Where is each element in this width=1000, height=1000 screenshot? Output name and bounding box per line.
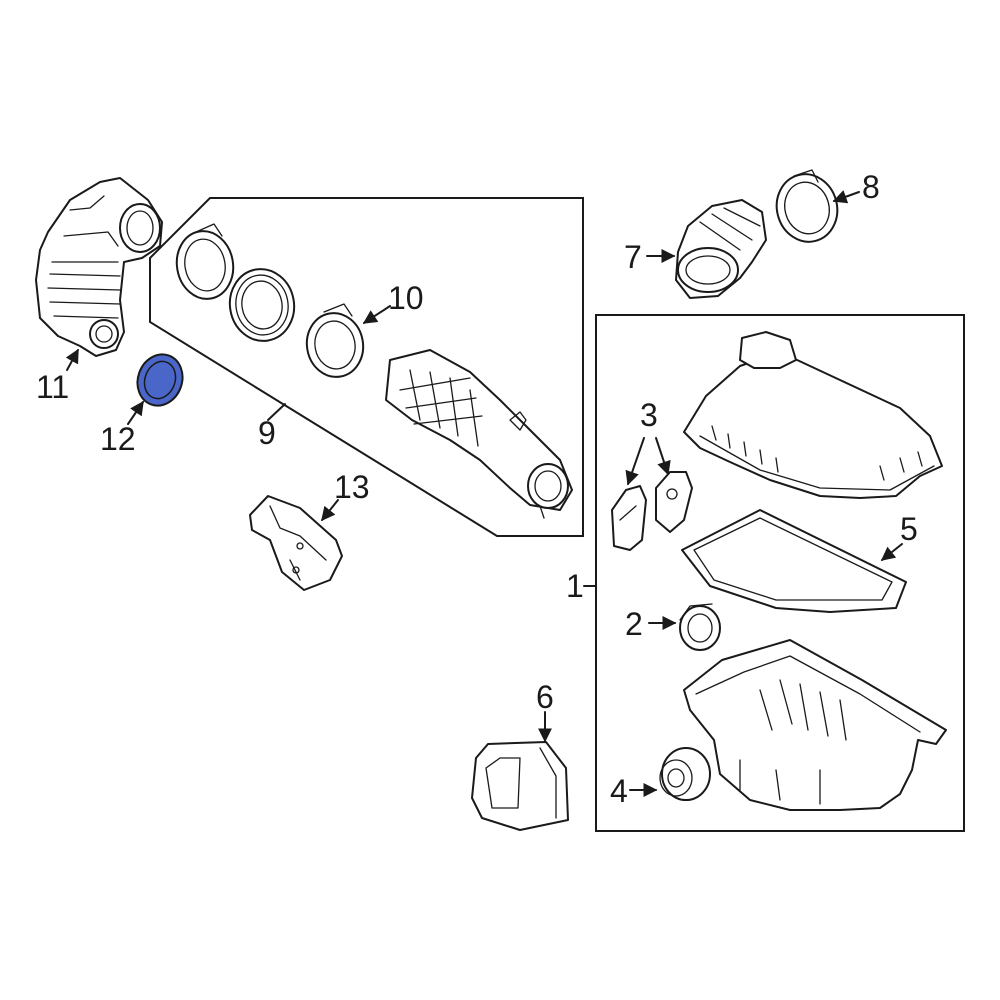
part-1-upper-cover[interactable] <box>683 331 943 499</box>
callout-3: 3 <box>640 397 658 433</box>
part-9-clamp-left[interactable] <box>172 223 239 303</box>
part-13-bracket[interactable] <box>249 495 343 591</box>
callout-5: 5 <box>900 511 918 547</box>
part-10-clamp[interactable] <box>302 303 368 381</box>
callout-9: 9 <box>258 415 276 451</box>
callout-2: 2 <box>625 606 643 642</box>
callout-4: 4 <box>610 773 628 809</box>
callout-6: 6 <box>536 679 554 715</box>
part-8-clamp[interactable] <box>769 167 845 248</box>
part-6-inlet-cover[interactable] <box>471 741 569 831</box>
part-9-coupler[interactable] <box>224 264 300 346</box>
leader-lines <box>65 190 903 797</box>
callout-11: 11 <box>36 369 69 405</box>
callout-10: 10 <box>388 280 424 316</box>
part-1-lower-housing[interactable] <box>683 639 947 811</box>
part-11-resonator[interactable] <box>35 177 163 357</box>
callout-1: 1 <box>566 568 584 604</box>
callout-13: 13 <box>334 469 370 505</box>
part-5-filter[interactable] <box>681 509 907 613</box>
part-7-hose[interactable] <box>675 199 767 299</box>
group-box-9 <box>149 197 584 537</box>
callout-12: 12 <box>100 421 136 457</box>
part-3-seals[interactable] <box>611 471 693 551</box>
group-box-1 <box>595 314 965 832</box>
part-2-grommet[interactable] <box>679 603 721 651</box>
callout-8: 8 <box>862 169 880 205</box>
part-4-grommet[interactable] <box>659 747 711 801</box>
part-9-intake-duct[interactable] <box>385 349 573 519</box>
callout-7: 7 <box>624 239 642 275</box>
part-12-gasket[interactable] <box>130 348 189 412</box>
